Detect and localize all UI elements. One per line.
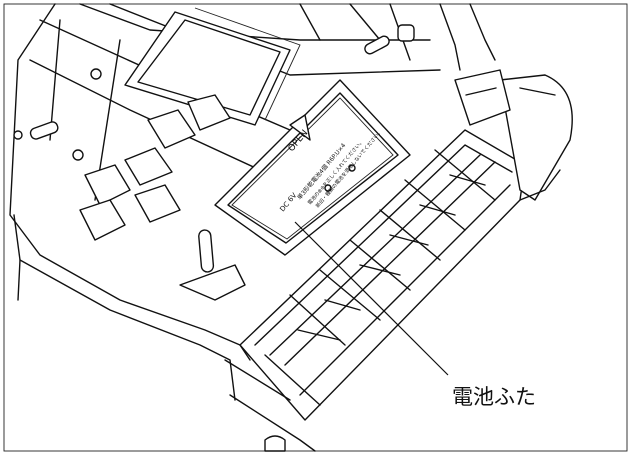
lattice-blocks [79,94,246,301]
lower-edge [224,169,561,452]
battery-cover-label: 電池ふた [452,385,536,409]
battery-cover [214,79,411,256]
roller [454,69,573,201]
callout-leader-line [294,221,449,376]
base-plate-outline [9,3,496,401]
top-pad [124,7,301,126]
slots [13,24,415,273]
